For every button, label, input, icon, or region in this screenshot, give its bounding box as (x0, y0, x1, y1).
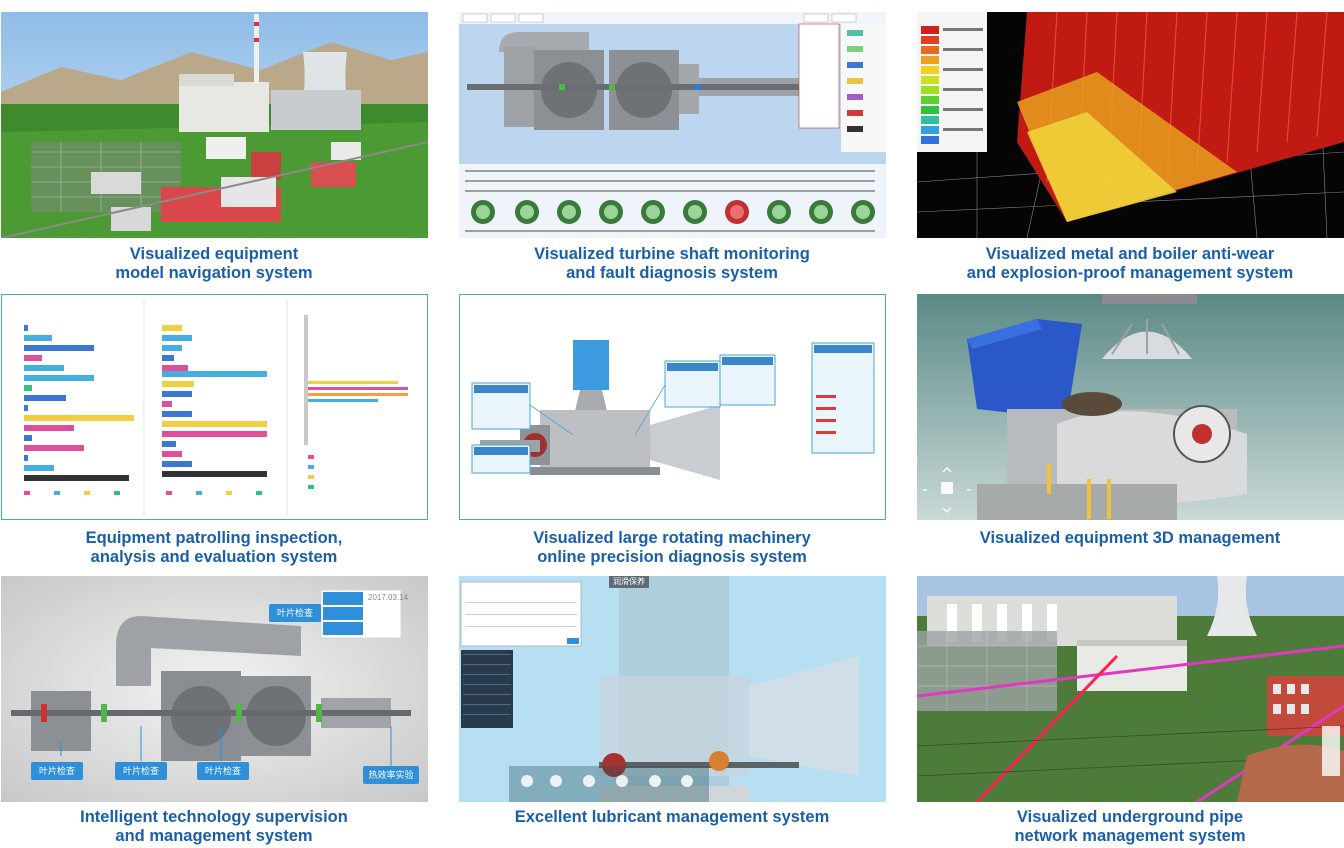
caption-equipment-3d: Visualized equipment 3D management (910, 529, 1344, 548)
caption-line: analysis and evaluation system (90, 548, 338, 566)
caption-line: and explosion-proof management system (966, 264, 1294, 282)
blade-inspection-button-top[interactable]: 叶片检查 (269, 604, 321, 622)
caption-rotating-machinery: Visualized large rotating machinery onli… (452, 529, 892, 567)
caption-lubricant-management: Excellent lubricant management system (452, 808, 892, 827)
caption-line: network management system (1014, 827, 1246, 845)
caption-turbine-shaft-monitoring: Visualized turbine shaft monitoring and … (452, 245, 892, 283)
caption-line: and management system (115, 827, 313, 845)
caption-line: Visualized equipment (129, 245, 299, 263)
caption-line: Intelligent technology supervision (80, 808, 348, 826)
lubrication-maintenance-tag: 润滑保养 (613, 577, 645, 586)
caption-line: Visualized turbine shaft monitoring (534, 245, 810, 263)
blade-inspection-button-2[interactable]: 叶片检查 (115, 762, 167, 780)
caption-patrol-inspection: Equipment patrolling inspection, analysi… (0, 529, 434, 567)
caption-boiler-antiwear: Visualized metal and boiler anti-wear an… (910, 245, 1344, 283)
turbine-shaft-screenshot (459, 12, 886, 238)
caption-technology-supervision: Intelligent technology supervision and m… (0, 808, 434, 846)
caption-line: and fault diagnosis system (566, 264, 778, 282)
boiler-antiwear-screenshot (917, 12, 1344, 238)
caption-equipment-model-navigation: Visualized equipment model navigation sy… (0, 245, 434, 283)
caption-line: online precision diagnosis system (537, 548, 807, 566)
inspection-date-value: 2017.03.14 (368, 593, 409, 602)
caption-line: Equipment patrolling inspection, (85, 529, 343, 547)
caption-line: model navigation system (115, 264, 313, 282)
equipment-3d-screenshot (917, 294, 1344, 520)
caption-pipe-network: Visualized underground pipe network mana… (910, 808, 1344, 846)
caption-line: Visualized metal and boiler anti-wear (985, 245, 1275, 263)
caption-line: Visualized large rotating machinery (533, 529, 811, 547)
rotating-machinery-screenshot (459, 294, 886, 520)
lubricant-management-screenshot: 润滑保养 (459, 576, 886, 802)
blade-inspection-button-3[interactable]: 叶片检查 (197, 762, 249, 780)
caption-line: Excellent lubricant management system (514, 808, 830, 826)
caption-line: Visualized equipment 3D management (979, 529, 1281, 547)
thermal-efficiency-test-button[interactable]: 热效率实验 (363, 766, 419, 784)
pipe-network-screenshot (917, 576, 1344, 802)
blade-inspection-button-1[interactable]: 叶片检查 (31, 762, 83, 780)
patrol-inspection-screenshot (1, 294, 428, 520)
tech-supervision-screenshot: 2017.03.14 叶片检查 叶片检查 叶片检查 叶片检查 热效率实验 (1, 576, 428, 802)
caption-line: Visualized underground pipe (1016, 808, 1244, 826)
plant-navigation-screenshot (1, 12, 428, 238)
